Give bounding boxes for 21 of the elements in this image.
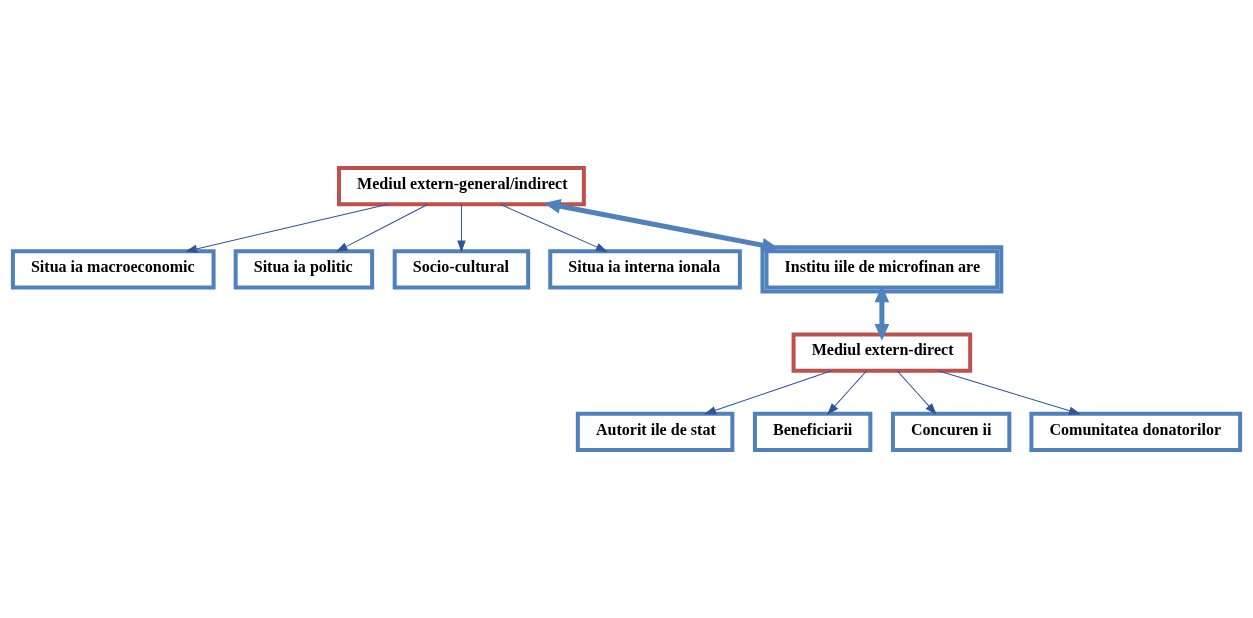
node-box: Institu iile de microfinan are xyxy=(760,245,1004,294)
node-box: Autorit ile de stat xyxy=(575,411,735,452)
arrow xyxy=(704,370,833,415)
node-box: Comunitatea donatorilor xyxy=(1029,411,1243,452)
node-box: Mediul extern-general/indirect xyxy=(337,166,586,207)
node-box: Socio-cultural xyxy=(392,249,531,290)
node-box: Situa ia politic xyxy=(233,249,375,290)
node-box: Concuren ii xyxy=(890,411,1012,452)
arrow xyxy=(896,370,937,415)
node-box: Beneficiarii xyxy=(752,411,873,452)
arrow xyxy=(499,203,607,252)
arrow xyxy=(827,370,867,415)
arrow xyxy=(186,203,389,253)
arrow xyxy=(336,203,429,252)
arrow xyxy=(874,285,890,341)
arrow xyxy=(937,370,1081,415)
arrow xyxy=(457,203,466,252)
node-box: Situa ia interna ionala xyxy=(548,249,742,290)
node-box: Mediul extern-direct xyxy=(791,332,973,373)
node-box: Situa ia macroeconomic xyxy=(10,249,216,290)
arrow xyxy=(543,198,779,253)
